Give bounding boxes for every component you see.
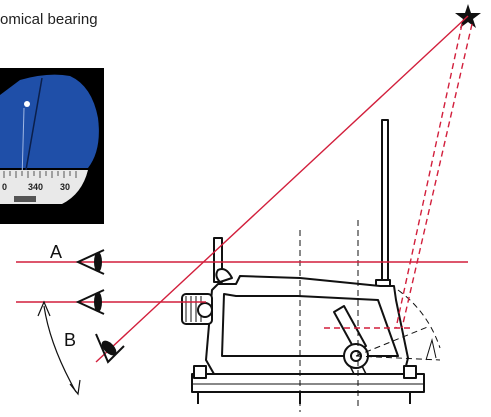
scale-number-30: 30 (60, 182, 70, 192)
inset-photo: 0 340 30 (0, 68, 104, 224)
sight-lines (16, 15, 473, 363)
scale-number-0: 0 (2, 182, 7, 192)
reticle-line (21, 107, 25, 181)
mirror-lid (381, 119, 389, 283)
sight-hinge (215, 268, 233, 283)
scale-ticks (3, 171, 77, 178)
foot-right (403, 365, 417, 379)
base-plate (191, 373, 425, 393)
scale-marker (14, 196, 36, 202)
eyes (75, 249, 125, 364)
feet-screws (197, 392, 411, 404)
reflected-ray (395, 23, 463, 329)
eye-icon (75, 249, 105, 275)
star-point (24, 101, 30, 107)
sky-dome (0, 74, 99, 168)
caption: omical bearing (0, 11, 98, 28)
rear-sight (213, 237, 223, 283)
angle-b (37, 300, 81, 396)
sight-line-star (95, 15, 469, 363)
scale-ring (0, 170, 88, 204)
eye-icon (95, 333, 125, 364)
reflected-ray-2 (401, 23, 473, 329)
housing-inner (221, 293, 399, 357)
housing (205, 275, 409, 375)
eye-icon (75, 289, 105, 315)
label-a: A (50, 242, 62, 262)
label-b: B (64, 330, 76, 350)
foot-left (193, 365, 207, 379)
scale-number-340: 340 (28, 182, 43, 192)
dome-divider (25, 77, 43, 171)
construction-lines (299, 220, 441, 412)
